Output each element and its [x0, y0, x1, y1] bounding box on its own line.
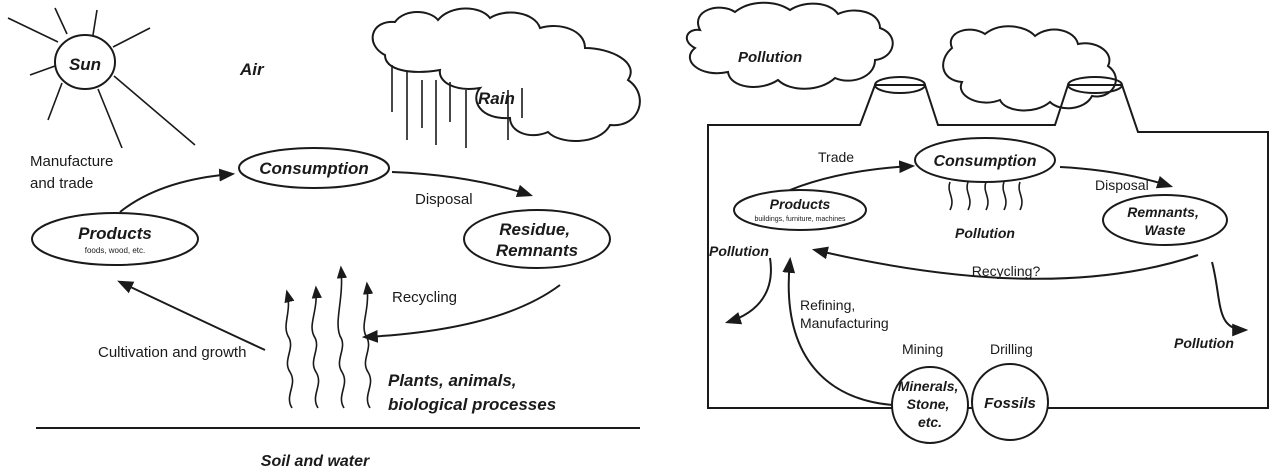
recycling-arrow: [361, 284, 561, 343]
consumption-fumes: [948, 181, 1023, 211]
consumption-node: [914, 137, 1056, 183]
soil-label: Soil and water: [261, 453, 370, 470]
sun-icon: [7, 7, 196, 149]
products-node: [733, 189, 867, 231]
pollution-right-label: Pollution: [1174, 335, 1234, 351]
cultivation-label: Cultivation and growth: [98, 344, 246, 361]
mining-label: Mining: [902, 341, 943, 357]
disposal-arrow: [391, 171, 534, 198]
pollution-left-arrow: [724, 257, 772, 325]
fossils-label: Fossils: [984, 395, 1036, 412]
products-label: Products: [770, 196, 831, 212]
factory-outline: [707, 84, 1269, 409]
products-node: [31, 212, 199, 266]
pollution-top-label: Pollution: [738, 49, 802, 66]
pollution-left-label: Pollution: [709, 243, 769, 259]
consumption-label: Consumption: [933, 153, 1036, 170]
products-sublabel: buildings, furniture, machines: [754, 216, 846, 223]
refining-label: Refining, Manufacturing: [800, 297, 889, 331]
pollution-mid-label: Pollution: [955, 225, 1015, 241]
manufacture-arrow: [119, 168, 236, 213]
sun-label: Sun: [69, 55, 101, 74]
disposal-label: Disposal: [415, 191, 473, 208]
refining-arrow: [782, 256, 894, 406]
rain-cloud-icon: [371, 7, 641, 148]
products-sublabel: foods, wood, etc.: [85, 246, 145, 255]
air-label: Air: [239, 60, 265, 79]
industrial-cycle-panel: Pollution Consumption Pollution Trade Pr…: [685, 1, 1269, 444]
disposal-label: Disposal: [1095, 177, 1149, 193]
products-label: Products: [78, 224, 152, 243]
trade-arrow: [789, 160, 916, 191]
remnants-label: Remnants, Waste: [1127, 204, 1202, 238]
natural-cycle-panel: Sun Air Rain Manufacture and trade Cons: [7, 7, 641, 470]
remnants-node: [1102, 194, 1228, 246]
rain-label: Rain: [478, 89, 515, 108]
drilling-label: Drilling: [990, 341, 1033, 357]
minerals-node: [891, 366, 969, 444]
plants-label: Plants, animals, biological processes: [388, 371, 556, 414]
manufacture-label: Manufacture and trade: [30, 153, 118, 192]
recycling-label: Recycling: [392, 289, 457, 306]
recycling-arrow: [811, 246, 1199, 280]
pollution-right-arrow: [1211, 261, 1249, 337]
consumption-label: Consumption: [259, 159, 369, 178]
recycling-label: Recycling?: [972, 263, 1041, 279]
disposal-arrow: [1059, 166, 1174, 189]
chimney-top-2: [1067, 76, 1123, 94]
residue-label: Residue, Remnants: [496, 220, 578, 260]
fossils-node: [971, 363, 1049, 441]
residue-node: [463, 209, 611, 269]
consumption-node: [238, 147, 390, 189]
cultivation-arrow: [117, 280, 266, 351]
pollution-cloud-icon: [685, 1, 1117, 112]
minerals-label: Minerals, Stone, etc.: [898, 378, 963, 430]
growth-arrows: [284, 265, 374, 409]
trade-label: Trade: [818, 149, 854, 165]
chimney-top-1: [874, 76, 926, 94]
